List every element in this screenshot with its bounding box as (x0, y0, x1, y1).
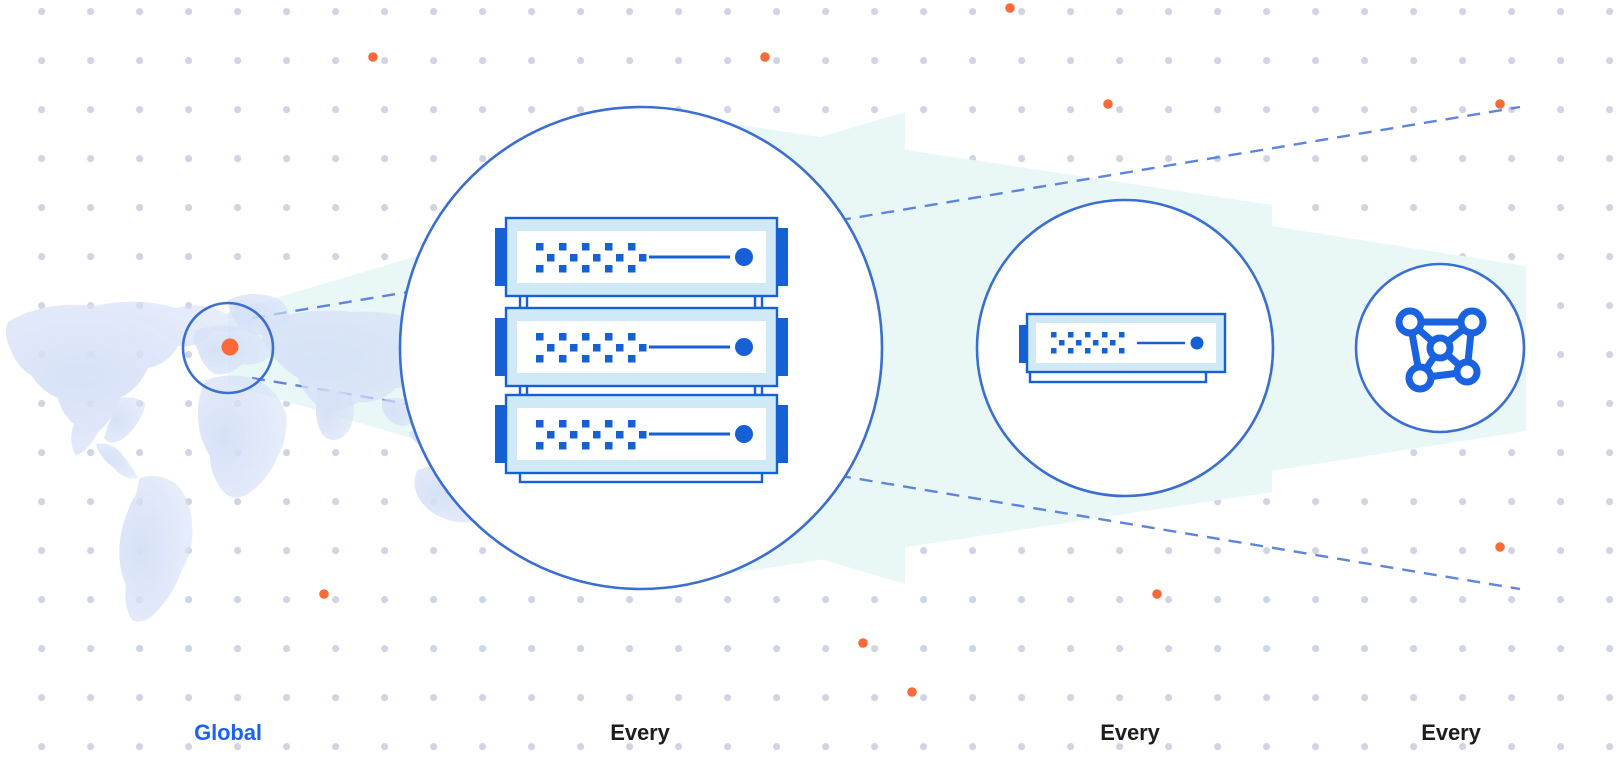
grid-highlight-dot (368, 52, 378, 62)
grid-highlight-dot (907, 687, 917, 697)
server-unit-2 (495, 306, 788, 388)
caption-every-service: Every service (1351, 668, 1551, 782)
grid-highlight-dot (319, 589, 329, 599)
grid-highlight-dot (1152, 589, 1162, 599)
grid-highlight-dot (1005, 3, 1015, 13)
caption-every-data-center: Every data center (540, 668, 740, 782)
grid-highlight-dot (760, 52, 770, 62)
server-rack-icon (495, 216, 788, 484)
caption-line-1: Every (610, 719, 670, 745)
grid-highlight-dot (858, 638, 868, 648)
world-map-continents (5, 294, 526, 622)
stage-circle-global-network[interactable] (181, 301, 275, 395)
cone-line-1-top (251, 105, 1521, 320)
caption-line-1: Every (1421, 719, 1481, 745)
map-location-marker-icon (221, 338, 239, 356)
grid-highlight-dot (1495, 99, 1505, 109)
network-mesh-icon (1395, 307, 1487, 393)
server-unit-1 (495, 216, 788, 298)
caption-every-server: Every server (1030, 668, 1230, 782)
grid-highlight-dot (1103, 99, 1113, 109)
caption-line-1: Global (194, 719, 262, 745)
server-unit-3 (495, 393, 788, 475)
caption-line-1: Every (1100, 719, 1160, 745)
server-unit-icon (1019, 312, 1227, 384)
caption-global-network: Global network (128, 668, 328, 782)
cone-line-1-bottom (251, 376, 1521, 591)
grid-highlight-dot (1495, 542, 1505, 552)
